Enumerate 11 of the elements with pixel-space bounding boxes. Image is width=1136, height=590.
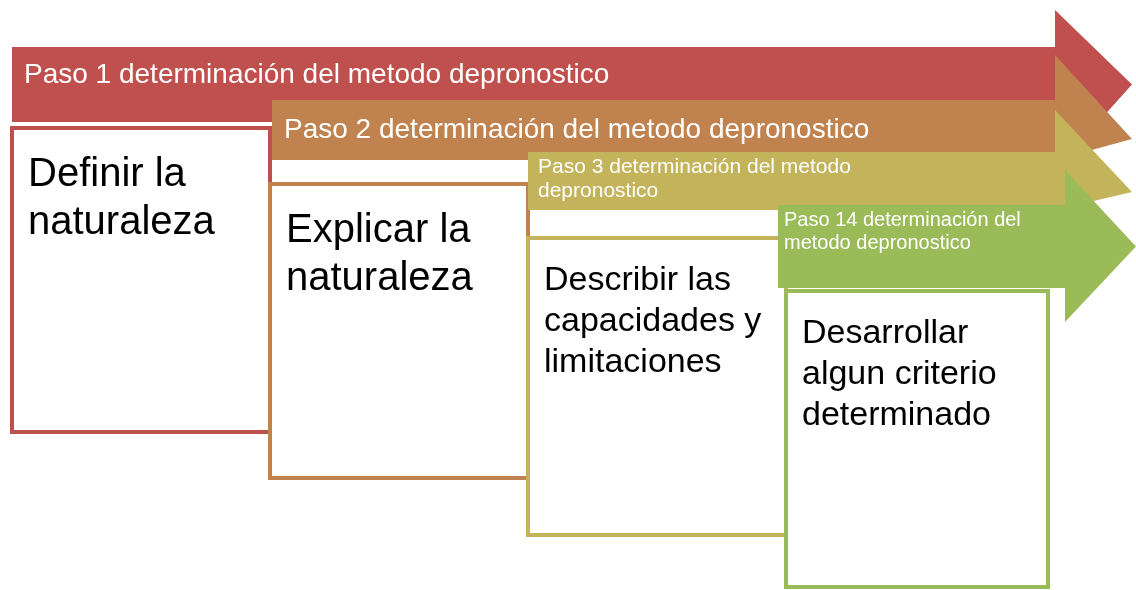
content-box — [10, 126, 272, 434]
step-description: Explicar la naturaleza — [286, 205, 474, 300]
content-box — [268, 182, 530, 480]
step-description: Desarrollar algun criterio determinado — [802, 311, 998, 434]
step-description: Describir las capacidades y limitaciones — [544, 258, 763, 381]
step-title: Paso 2 determinación del metodo depronostico — [284, 113, 871, 146]
step-title: Paso 1 determinación del metodo depronostico — [24, 58, 611, 91]
step-title: Paso 14 determinación del metodo depronostico — [784, 208, 1022, 254]
step-description: Definir la naturaleza — [28, 149, 216, 244]
content-box — [784, 289, 1050, 589]
step-title: Paso 3 determinación del metodo depronostico — [538, 154, 852, 203]
